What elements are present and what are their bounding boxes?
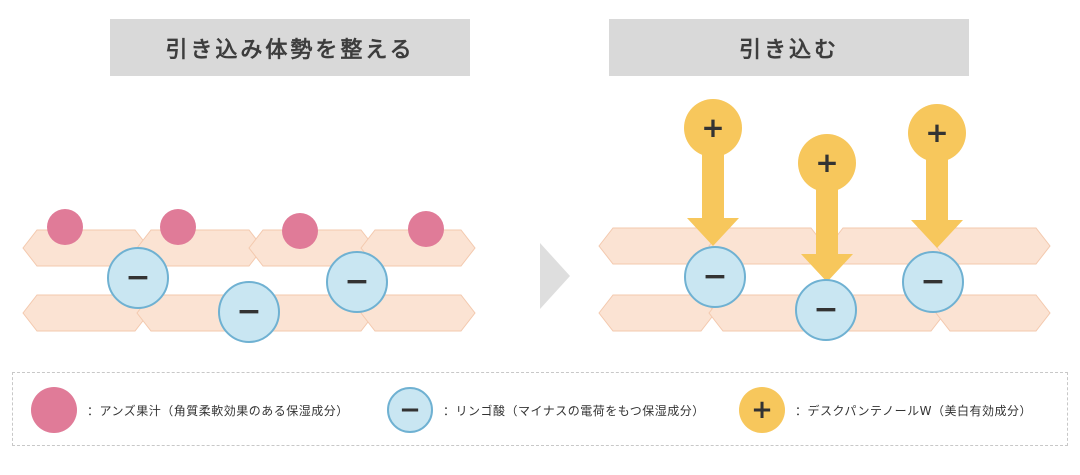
panthenol-arrow: + bbox=[798, 134, 856, 282]
apricot-juice-particle bbox=[160, 209, 196, 245]
malic-acid-circle bbox=[795, 279, 857, 341]
panthenol-circle bbox=[908, 104, 966, 162]
minus-sign: − bbox=[236, 294, 261, 329]
malic-acid-circle bbox=[326, 251, 388, 313]
panthenol-arrow: + bbox=[684, 99, 742, 246]
minus-sign: − bbox=[813, 292, 838, 327]
malic-acid-particle: − bbox=[795, 279, 857, 341]
plus-sign: + bbox=[925, 116, 948, 149]
plus-sign: + bbox=[815, 146, 838, 179]
panthenol-arrow-shaft bbox=[911, 158, 963, 248]
legend-label-panthenol: ：デスクパンテノールW（美白有効成分） bbox=[795, 403, 1033, 418]
panthenol-circle bbox=[684, 99, 742, 157]
left-panel: −−− bbox=[22, 209, 476, 343]
legend: ：アンズ果汁（角質柔軟効果のある保湿成分） − ：リンゴ酸（マイナスの電荷をもつ… bbox=[12, 372, 1068, 446]
diagram-scene: − − − + + + − − − bbox=[22, 99, 1051, 343]
malic-acid-circle bbox=[107, 247, 169, 309]
step-arrow bbox=[540, 243, 570, 309]
panthenol-arrow-shaft bbox=[687, 153, 739, 246]
panthenol-circle bbox=[798, 134, 856, 192]
minus-sign: − bbox=[702, 259, 727, 294]
right-panel: + + + − − − bbox=[598, 99, 1051, 341]
malic-acid-icon: − bbox=[387, 387, 433, 433]
plus-sign: + bbox=[701, 111, 724, 144]
malic-acid-circle bbox=[902, 251, 964, 313]
malic-acid-particle: − bbox=[107, 247, 169, 309]
title-pull-in: 引き込む bbox=[609, 19, 969, 76]
malic-acid-particle: − bbox=[684, 246, 746, 308]
legend-label-malic: ：リンゴ酸（マイナスの電荷をもつ保湿成分） bbox=[443, 403, 705, 418]
malic-acid-circle bbox=[218, 281, 280, 343]
panthenol-icon: + bbox=[739, 387, 785, 433]
legend-item-apricot: ：アンズ果汁（角質柔軟効果のある保湿成分） bbox=[31, 373, 349, 447]
malic-acid-particle: − bbox=[218, 281, 280, 343]
malic-acid-particle: − bbox=[902, 251, 964, 313]
panthenol-arrow-shaft bbox=[801, 188, 853, 282]
minus-sign: − bbox=[125, 260, 150, 295]
malic-acid-circle bbox=[684, 246, 746, 308]
malic-acid-particle: − bbox=[326, 251, 388, 313]
apricot-juice-particle bbox=[47, 209, 83, 245]
minus-sign: − bbox=[920, 264, 945, 299]
apricot-juice-particle bbox=[408, 211, 444, 247]
minus-sign: − bbox=[344, 264, 369, 299]
legend-label-apricot: ：アンズ果汁（角質柔軟効果のある保湿成分） bbox=[87, 403, 349, 418]
panthenol-arrow: + bbox=[908, 104, 966, 248]
apricot-juice-icon bbox=[31, 387, 77, 433]
title-prepare: 引き込み体勢を整える bbox=[110, 19, 470, 76]
legend-item-malic: − ：リンゴ酸（マイナスの電荷をもつ保湿成分） bbox=[387, 373, 705, 447]
legend-item-panthenol: + ：デスクパンテノールW（美白有効成分） bbox=[739, 373, 1032, 447]
apricot-juice-particle bbox=[282, 213, 318, 249]
